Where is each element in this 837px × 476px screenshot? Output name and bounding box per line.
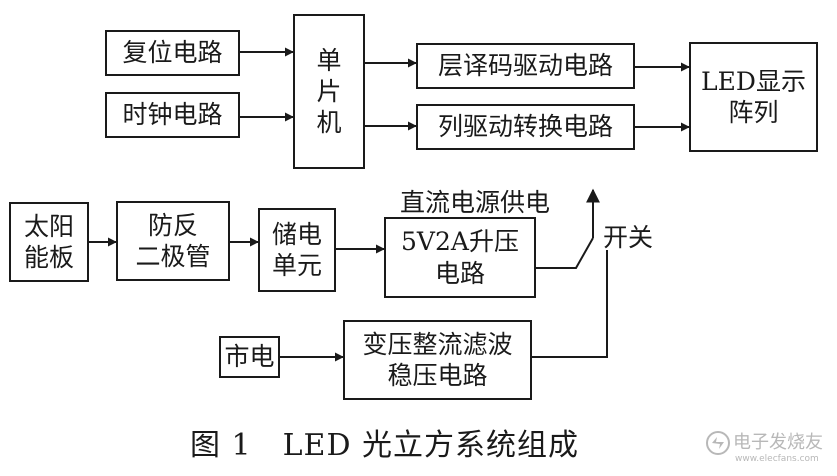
layer-decoder-driver-label: 层译码驱动电路 — [437, 51, 613, 81]
storage-unit-block: 储电 单元 — [258, 208, 336, 292]
mains-power-block: 市电 — [219, 336, 280, 378]
electronics-logo-icon — [706, 431, 730, 455]
column-driver-label: 列驱动转换电路 — [437, 112, 613, 142]
layer-decoder-driver-block: 层译码驱动电路 — [416, 43, 635, 89]
solar-panel-label: 太阳 能板 — [23, 211, 74, 272]
watermark-logo-text: 电子发烧友 — [733, 432, 823, 453]
boost-converter-block: 5V2A升压 电路 — [384, 217, 536, 298]
anti-reverse-diode-block: 防反 二极管 — [116, 201, 230, 281]
dc-supply-label: 直流电源供电 — [400, 188, 551, 217]
rectifier-regulator-label: 变压整流滤波 稳压电路 — [362, 329, 513, 390]
boost-converter-label: 5V2A升压 电路 — [401, 227, 519, 288]
reset-circuit-label: 复位电路 — [122, 38, 223, 68]
storage-unit-label: 储电 单元 — [271, 219, 322, 280]
led-display-array-block: LED显示 阵列 — [689, 42, 818, 152]
led-display-array-label: LED显示 阵列 — [701, 66, 806, 127]
reset-circuit-block: 复位电路 — [105, 30, 240, 76]
mcu-label: 单 片 机 — [316, 45, 342, 138]
anti-reverse-diode-label: 防反 二极管 — [135, 210, 211, 271]
clock-circuit-label: 时钟电路 — [122, 100, 223, 130]
mains-power-label: 市电 — [224, 342, 275, 372]
solar-panel-block: 太阳 能板 — [9, 202, 89, 282]
watermark-url: www.elecfans.com — [735, 454, 819, 464]
switch-label: 开关 — [603, 223, 654, 252]
rectifier-regulator-block: 变压整流滤波 稳压电路 — [343, 320, 532, 400]
wire-rectifier-to-switch — [532, 250, 608, 358]
clock-circuit-block: 时钟电路 — [105, 92, 240, 138]
mcu-block: 单 片 机 — [293, 14, 365, 169]
figure-caption: 图 1 LED 光立方系统组成 — [190, 428, 580, 463]
watermark-logo: 电子发烧友 www.elecfans.com — [703, 424, 825, 470]
column-driver-block: 列驱动转换电路 — [416, 104, 635, 150]
wire-boost-to-switch — [536, 237, 594, 269]
